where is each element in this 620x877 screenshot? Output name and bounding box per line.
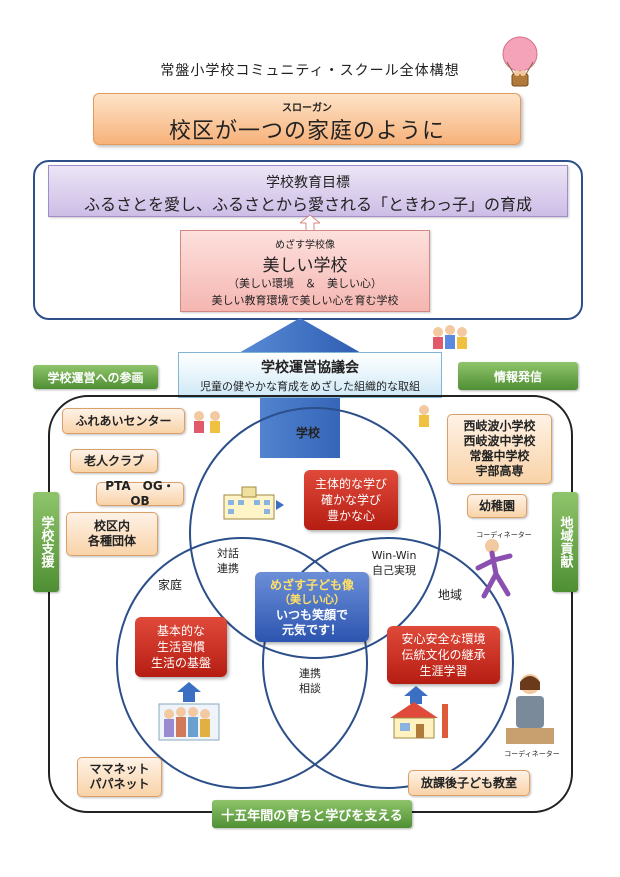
area-card-line-3: 生涯学習	[419, 664, 468, 678]
ideal-school-label: めざす学校像	[275, 240, 335, 251]
ideal-child-box: めざす子ども像 （美しい心） いつも笑顔で 元気です！	[255, 572, 369, 642]
ideal-school-box: めざす学校像 美しい学校 （美しい環境 ＆ 美しい心） 美しい教育環境で美しい心…	[180, 230, 430, 312]
slogan-box: スローガン 校区が一つの家庭のように	[93, 93, 521, 145]
org-card-rojin: 老人クラブ	[70, 449, 158, 473]
dialogue-label: 対話 連携	[208, 546, 248, 576]
family-icon	[158, 682, 220, 741]
ideal-child-line-1: いつも笑顔で	[275, 608, 348, 622]
person-icon	[419, 405, 429, 427]
school-card-line-2: 確かな学び	[320, 493, 381, 507]
org-card-afterschool: 放課後子ども教室	[408, 770, 530, 796]
council-title: 学校運営協議会	[261, 360, 359, 376]
school-3: 常盤中学校	[469, 449, 530, 463]
cooperation-line-1: 連携	[299, 667, 321, 680]
community-contribution-tab: 地域貢献	[552, 492, 578, 592]
school-council-box: 学校運営協議会 児童の健やかな育成をめざした組織的な取組	[178, 352, 442, 398]
school-card-line-1: 主体的な学び	[314, 477, 387, 491]
ideal-child-subtitle: （美しい心）	[279, 593, 345, 606]
school-support-tab: 学校支援	[33, 492, 59, 592]
self-realization-text: 自己実現	[372, 564, 416, 577]
home-card-line-1: 基本的な	[156, 624, 205, 638]
ideal-school-subtitle: （美しい環境 ＆ 美しい心）	[228, 277, 382, 290]
cooperation-label: 連携 相談	[290, 666, 330, 696]
ideal-school-description: 美しい教育環境で美しい心を育む学校	[211, 294, 399, 307]
school-goal-box: 学校教育目標 ふるさとを愛し、ふるさとから愛される「ときわっ子」の育成	[48, 165, 568, 217]
org-card-kouku: 校区内 各種団体	[66, 512, 158, 556]
school-feature-card: 主体的な学び 確かな学び 豊かな心	[304, 470, 398, 530]
council-text: 児童の健やかな育成をめざした組織的な取組	[200, 380, 420, 393]
coordinator-label-1: コーディネーター	[476, 531, 532, 539]
slogan-text: 校区が一つの家庭のように	[168, 119, 445, 144]
coordinator-woman-icon	[506, 674, 554, 744]
venn-circle-home	[116, 537, 368, 789]
participation-tab: 学校運営への参画	[33, 365, 158, 389]
papa-line: パパネット	[89, 777, 150, 791]
venn-circle-area	[262, 537, 514, 789]
kouku-line-2: 各種団体	[87, 534, 136, 548]
kouku-line-1: 校区内	[93, 519, 130, 533]
school-building-icon	[223, 486, 284, 520]
info-tab: 情報発信	[458, 362, 578, 390]
ideal-school-title: 美しい学校	[262, 256, 348, 276]
dialogue-line-1: 対話	[217, 547, 239, 560]
running-coordinator-icon	[475, 539, 513, 599]
area-feature-card: 安心安全な環境 伝統文化の継承 生涯学習	[387, 626, 500, 684]
slogan-label: スローガン	[282, 103, 332, 114]
area-card-line-1: 安心安全な環境	[401, 632, 486, 646]
up-arrow-icon	[300, 215, 320, 231]
house-icon	[390, 686, 448, 739]
home-card-line-3: 生活の基盤	[150, 656, 211, 670]
school-2: 西岐波中学校	[463, 434, 536, 448]
org-card-kindergarten: 幼稚園	[467, 494, 527, 518]
document-title: 常盤小学校コミュニティ・スクール全体構想	[160, 63, 460, 79]
goal-frame	[33, 160, 583, 320]
venn-circle-school	[189, 407, 441, 659]
support-fifteen-years-tab: 十五年間の育ちと学びを支える	[212, 800, 412, 828]
mama-line: ママネット	[89, 762, 150, 776]
venn-home-label: 家庭	[157, 578, 182, 592]
org-card-mama-papa: ママネット パパネット	[77, 757, 162, 797]
goal-text: ふるさとを愛し、ふるさとから愛される「ときわっ子」の育成	[83, 195, 532, 214]
school-4: 宇部高専	[475, 464, 524, 478]
cooperation-line-2: 相談	[299, 682, 321, 695]
area-card-line-2: 伝統文化の継承	[401, 648, 486, 662]
hot-air-balloon-icon	[502, 36, 538, 87]
coordinator-label-2: コーディネーター	[504, 750, 560, 758]
venn-diagram	[116, 407, 514, 789]
org-card-fureai: ふれあいセンター	[62, 408, 185, 434]
school-1: 西岐波小学校	[463, 419, 536, 433]
winwin-text: Win-Win	[371, 549, 417, 562]
goal-title: 学校教育目標	[266, 175, 350, 191]
winwin-label: Win-Win 自己実現	[364, 548, 424, 578]
ideal-child-line-2: 元気です！	[281, 623, 342, 637]
org-card-schools: 西岐波小学校 西岐波中学校 常盤中学校 宇部高専	[447, 414, 552, 484]
venn-area-label: 地域	[437, 588, 462, 602]
children-icon	[194, 411, 220, 433]
school-card-line-3: 豊かな心	[326, 509, 375, 523]
venn-school-label: 学校	[295, 426, 320, 440]
org-card-pta: PTA OG・OB	[96, 479, 184, 508]
home-card-line-2: 生活習慣	[156, 640, 205, 654]
children-group-icon	[433, 325, 467, 349]
ideal-child-title: めざす子ども像	[269, 578, 354, 592]
ideal-child-main: いつも笑顔で 元気です！	[255, 608, 369, 638]
home-feature-card: 基本的な 生活習慣 生活の基盤	[135, 617, 227, 677]
dialogue-line-2: 連携	[217, 562, 239, 575]
